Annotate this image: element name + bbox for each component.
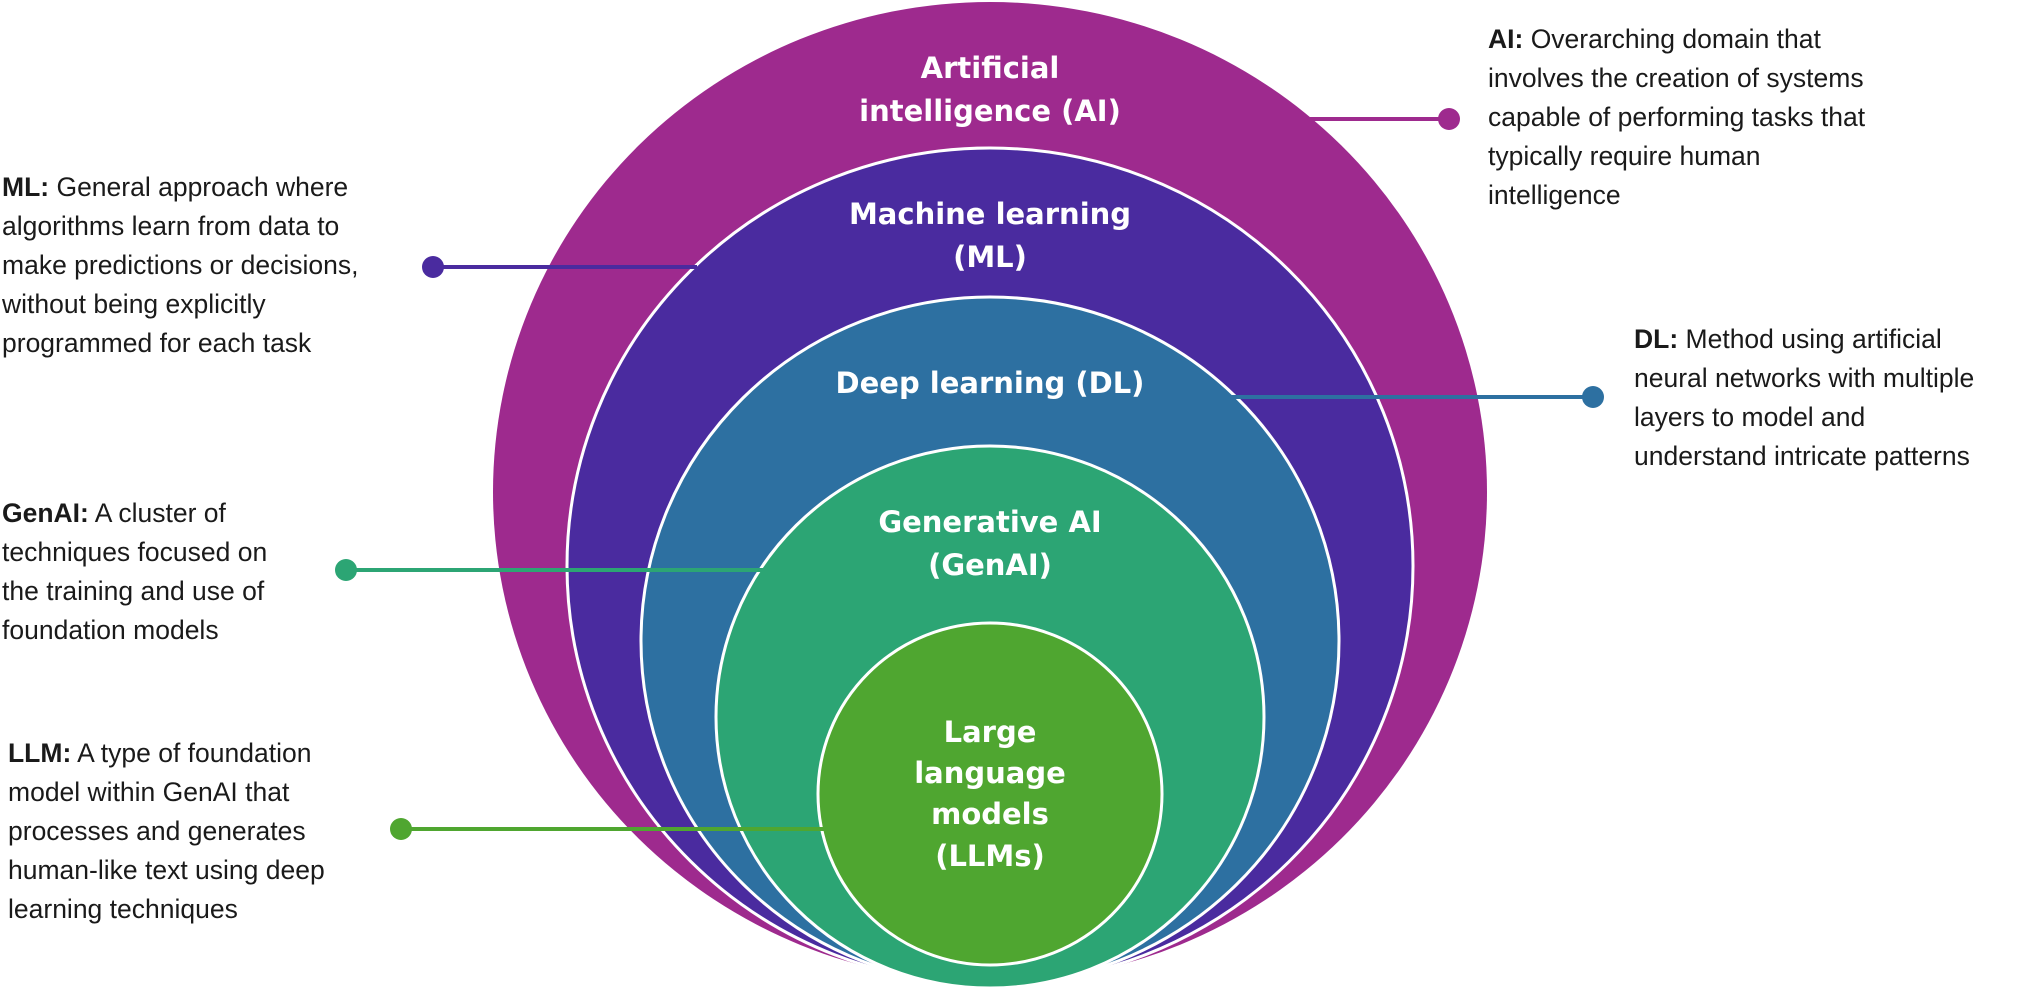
dl-term: DL: xyxy=(1634,324,1679,354)
llm-connector-dot xyxy=(390,818,412,840)
ai-term: AI: xyxy=(1488,24,1524,54)
ml-label-line: Machine learning xyxy=(849,197,1131,231)
ml-label-line: (ML) xyxy=(953,240,1027,274)
llm-term: LLM: xyxy=(8,738,72,768)
ai-label-line: Artificial xyxy=(921,51,1060,85)
llm-label-line: language xyxy=(914,756,1066,790)
genai-term: GenAI: xyxy=(2,498,89,528)
llm-ellipse xyxy=(816,621,1164,967)
genai-label-line: Generative AI xyxy=(878,505,1101,539)
llm-label-line: Large xyxy=(944,715,1037,749)
dl-label-line: Deep learning (DL) xyxy=(836,366,1145,400)
llm-label-line: (LLMs) xyxy=(935,839,1045,873)
genai-label-line: (GenAI) xyxy=(928,548,1052,582)
ai-connector-dot xyxy=(1438,108,1460,130)
dl-connector-dot xyxy=(1582,386,1604,408)
ai-label-line: intelligence (AI) xyxy=(859,94,1121,128)
ml-term: ML: xyxy=(2,172,50,202)
ml-description: ML: General approach where algorithms le… xyxy=(2,172,359,358)
genai-description: GenAI: A cluster of techniques focused o… xyxy=(2,498,268,645)
ai-description: AI: Overarching domain that involves the… xyxy=(1488,24,1866,210)
llm-description: LLM: A type of foundation model within G… xyxy=(8,738,325,924)
genai-connector-dot xyxy=(335,559,357,581)
ml-connector-dot xyxy=(422,256,444,278)
llm-label-line: models xyxy=(931,797,1049,831)
dl-description: DL: Method using artificial neural netwo… xyxy=(1634,324,1975,471)
